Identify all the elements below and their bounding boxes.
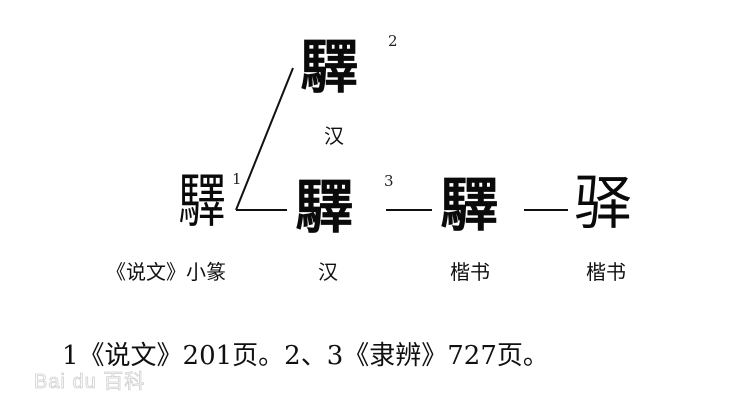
- glyph-seal-script: 驛: [178, 167, 226, 235]
- label-han-top: 汉: [324, 124, 344, 148]
- footnote-sources: 1《说文》201页。2、3《隶辨》727页。: [62, 341, 549, 371]
- glyph-han-row: 驛: [295, 173, 354, 241]
- label-seal-script: 《说文》小篆: [106, 260, 226, 284]
- superscript-1: 1: [232, 170, 242, 188]
- baidu-baike-watermark: Bai du 百科: [34, 371, 146, 394]
- label-regular-simplified: 楷书: [586, 260, 626, 284]
- label-han-row: 汉: [318, 260, 338, 284]
- label-regular-traditional: 楷书: [450, 260, 490, 284]
- diagonal-connector: [235, 67, 294, 211]
- superscript-3: 3: [384, 172, 394, 190]
- glyph-regular-simplified: 驿: [574, 169, 633, 237]
- superscript-2: 2: [388, 32, 398, 50]
- glyph-han-top: 驛: [300, 33, 359, 101]
- glyph-regular-traditional: 驛: [440, 171, 499, 239]
